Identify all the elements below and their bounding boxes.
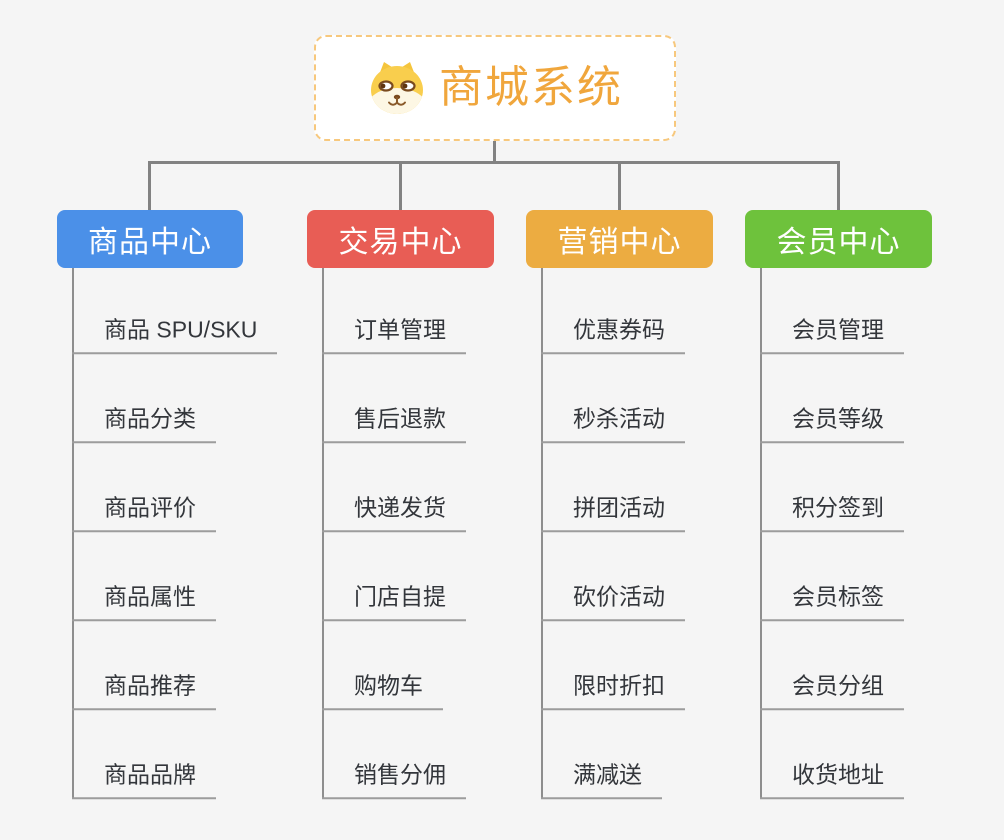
leaf-item[interactable]: 会员分组 [760,671,904,710]
leaf-item[interactable]: 商品 SPU/SKU [72,315,278,354]
branch-stem-line [322,268,324,799]
branch-stem-line [72,268,74,799]
branch-header[interactable]: 营销中心 [526,210,713,268]
connector-drop-1 [148,161,151,210]
leaf-item[interactable]: 会员等级 [760,404,904,443]
leaf-item[interactable]: 售后退款 [322,404,466,443]
leaf-item[interactable]: 秒杀活动 [541,404,685,443]
leaf-item[interactable]: 拼团活动 [541,493,685,532]
connector-drop-3 [618,161,621,210]
leaf-item[interactable]: 会员管理 [760,315,904,354]
connector-drop-4 [837,161,840,210]
root-node[interactable]: 商城系统 [314,35,676,141]
branch-column: 商品中心商品 SPU/SKU 商品分类商品评价商品属性商品推荐商品品牌 [57,210,278,810]
leaf-item[interactable]: 满减送 [541,760,662,799]
connector-root-stem [493,141,496,164]
leaf-item[interactable]: 订单管理 [322,315,466,354]
leaf-item[interactable]: 会员标签 [760,582,904,621]
leaf-item[interactable]: 门店自提 [322,582,466,621]
leaf-item[interactable]: 限时折扣 [541,671,685,710]
branch-column: 营销中心优惠券码秒杀活动拼团活动砍价活动限时折扣满减送 [526,210,713,810]
leaf-item[interactable]: 销售分佣 [322,760,466,799]
branch-header[interactable]: 商品中心 [57,210,243,268]
leaf-item[interactable]: 商品推荐 [72,671,216,710]
shiba-dog-icon [367,61,427,115]
leaf-item[interactable]: 优惠券码 [541,315,685,354]
branch-header[interactable]: 交易中心 [307,210,494,268]
leaf-item[interactable]: 商品品牌 [72,760,216,799]
branch-header[interactable]: 会员中心 [745,210,932,268]
branch-column: 会员中心会员管理会员等级积分签到会员标签会员分组收货地址 [745,210,932,810]
leaf-item[interactable]: 商品属性 [72,582,216,621]
connector-horizontal-bar [148,161,840,164]
leaf-item[interactable]: 砍价活动 [541,582,685,621]
connector-drop-2 [399,161,402,210]
leaf-item[interactable]: 商品评价 [72,493,216,532]
leaf-item[interactable]: 商品分类 [72,404,216,443]
branch-column: 交易中心订单管理售后退款快递发货门店自提购物车销售分佣 [307,210,494,810]
leaf-item[interactable]: 收货地址 [760,760,904,799]
branch-stem-line [760,268,762,799]
leaf-item[interactable]: 购物车 [322,671,443,710]
leaf-item[interactable]: 快递发货 [322,493,466,532]
root-title: 商城系统 [439,63,623,112]
leaf-item[interactable]: 积分签到 [760,493,904,532]
branch-stem-line [541,268,543,799]
